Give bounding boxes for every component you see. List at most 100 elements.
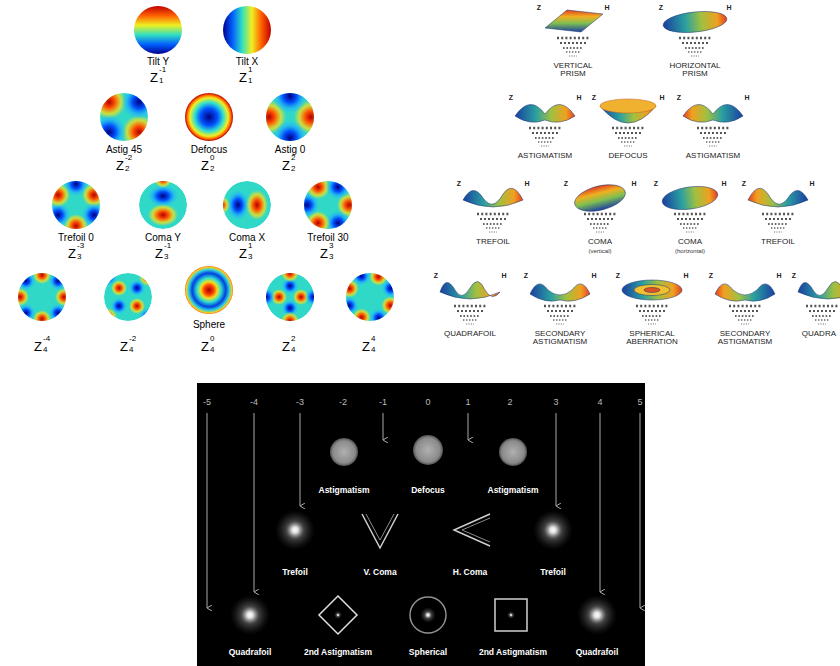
zernike-m-index: 1 [248,66,252,74]
zernike-n-index: 4 [291,346,295,354]
axis-letter: H [591,272,596,279]
index-number: -4 [250,398,258,407]
zernike-symbol: Z [362,340,370,354]
axis-letter: H [576,94,581,101]
zernike-m-index: -2 [125,154,132,162]
axis-letter: Z [457,180,461,187]
psf-name: Spherical [409,648,447,657]
psf-name: Astigmatism [318,486,369,495]
zernike-m-index: 0 [210,154,214,162]
axis-letter: Z [709,272,713,279]
index-number: -2 [339,398,347,407]
index-number: 0 [425,398,430,407]
aberration-surfaces [440,9,840,301]
axis-letter: Z [654,180,658,187]
axis-letter: H [726,4,731,11]
zernike-m-index: 3 [329,242,333,250]
zernike-n-index: 1 [248,77,252,85]
zernike-symbol: Z [120,340,128,354]
axis-letter: H [776,272,781,279]
zernike-symbol: Z [116,159,124,173]
psf-name: Trefoil [282,568,308,577]
zernike-symbol: Z [201,340,209,354]
zernike-m-index: -4 [43,335,50,343]
zernike-m-index: 2 [291,335,295,343]
zernike-symbol: Z [320,247,328,261]
aberration-note: (vertical) [588,248,611,254]
axis-letter: Z [434,272,438,279]
axis-letter: Z [677,94,681,101]
zernike-symbol: Z [239,247,247,261]
zernike-n-index: 3 [329,253,333,261]
psf-name: 2nd Astigmatism [479,648,547,657]
axis-letter: Z [616,272,620,279]
index-number: 4 [597,398,602,407]
aberration-name: HORIZONTAL PRISM [660,62,730,79]
aberration-name: ASTIGMATISM [686,152,741,160]
axis-letter: Z [592,94,596,101]
map-name: Astig 45 [106,145,142,156]
axis-letter: H [501,272,506,279]
index-number: -1 [379,398,387,407]
axis-letter: Z [742,180,746,187]
aberration-name: QUADRAFOIL [444,330,496,338]
psf-name: 2nd Astigmatism [304,648,372,657]
axis-letter: H [683,272,688,279]
zernike-symbol: Z [239,71,247,85]
aberration-name: SECONDARY ASTIGMATISM [709,330,781,347]
zernike-n-index: 3 [164,253,168,261]
zernike-m-index: -3 [77,242,84,250]
axis-letter: Z [537,4,541,11]
zernike-n-index: 2 [291,165,295,173]
zernike-symbol: Z [68,247,76,261]
axis-letter: H [744,94,749,101]
axis-letter: Z [564,180,568,187]
eye-charts [454,38,838,324]
axis-letter: Z [792,272,796,279]
axis-letter: H [631,180,636,187]
psf-name: Astigmatism [487,486,538,495]
zernike-n-index: 4 [129,346,133,354]
axis-letter: H [809,180,814,187]
psf-name: Quadrafoil [576,648,619,657]
aberration-name: VERTICAL PRISM [545,62,601,79]
axis-letter: Z [659,4,663,11]
zernike-symbol: Z [34,340,42,354]
map-name: Trefoil 30 [307,233,348,244]
zernike-n-index: 4 [43,346,47,354]
zernike-symbol: Z [150,71,158,85]
aberration-note: (horizontal) [675,248,705,254]
psf-panel [197,383,645,666]
map-name: Sphere [193,320,225,331]
axis-letter: H [721,180,726,187]
aberration-name: DEFOCUS [608,152,647,160]
index-number: -5 [203,398,211,407]
index-number: 5 [637,398,642,407]
index-number: 3 [553,398,558,407]
psf-name: Quadrafoil [229,648,272,657]
psf-name: H. Coma [453,568,487,577]
zernike-n-index: 3 [248,253,252,261]
zernike-m-index: 0 [210,335,214,343]
map-name: Trefoil 0 [58,233,94,244]
zernike-symbol: Z [155,247,163,261]
aberration-name: SPHERICAL ABERRATION [616,330,688,347]
axis-letter: H [604,4,609,11]
aberration-name: ASTIGMATISM [518,152,573,160]
axis-letter: Z [509,94,513,101]
aberration-name: COMA [678,238,702,246]
index-number: 2 [507,398,512,407]
zernike-symbol: Z [201,159,209,173]
zernike-n-index: 1 [159,77,163,85]
zernike-m-index: 4 [371,335,375,343]
zernike-symbol: Z [282,340,290,354]
zernike-n-index: 3 [77,253,81,261]
map-name: Astig 0 [275,145,306,156]
map-name: Coma X [229,233,265,244]
zernike-m-index: 1 [248,242,252,250]
zernike-m-index: -1 [159,66,166,74]
index-number: 1 [465,398,470,407]
aberration-name: QUADRA [802,330,836,338]
index-number: -3 [296,398,304,407]
